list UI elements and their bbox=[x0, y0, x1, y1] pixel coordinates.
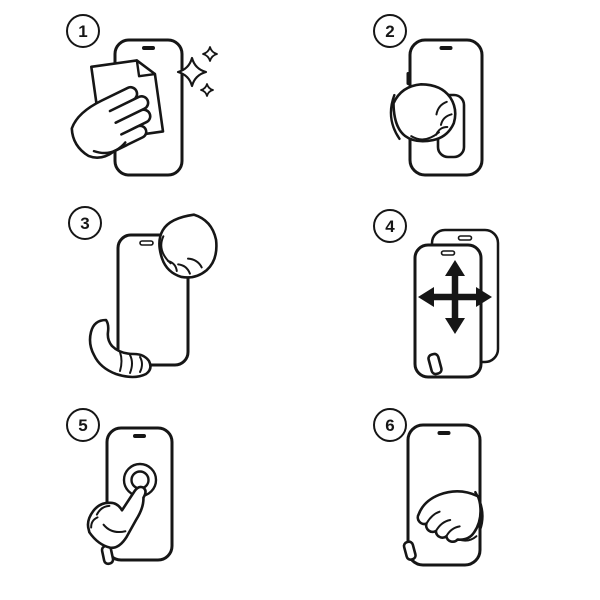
step-3: 3 bbox=[0, 200, 300, 400]
pinching-hand-icon bbox=[158, 213, 218, 279]
thumb-line bbox=[92, 141, 127, 155]
folded-corner bbox=[135, 59, 157, 78]
step-number-badge: 2 bbox=[373, 14, 407, 48]
speaker-slot bbox=[437, 431, 451, 435]
step-number: 3 bbox=[80, 213, 90, 233]
pressing-hand-icon bbox=[416, 490, 484, 543]
protector-sheet-icon bbox=[413, 243, 483, 379]
step-number-badge: 6 bbox=[373, 408, 407, 442]
step-number: 6 bbox=[385, 415, 395, 435]
step-number: 5 bbox=[78, 415, 88, 435]
step-number: 2 bbox=[385, 21, 395, 41]
step-number-badge: 1 bbox=[66, 14, 100, 48]
thumb-line bbox=[457, 535, 478, 542]
step-6: 6 bbox=[300, 400, 600, 600]
wiping-hand-icon bbox=[70, 86, 152, 159]
step-4: 4 bbox=[300, 200, 600, 400]
step-number: 4 bbox=[385, 216, 395, 236]
step-5-press-illustration bbox=[86, 426, 174, 566]
step-number: 1 bbox=[78, 21, 88, 41]
speaker-slot bbox=[142, 46, 155, 50]
step-number-badge: 3 bbox=[68, 206, 102, 240]
pull-tab-icon bbox=[427, 352, 443, 376]
step-number-badge: 4 bbox=[373, 209, 407, 243]
step-1: 1 bbox=[0, 0, 300, 200]
speaker-cutout bbox=[440, 250, 456, 256]
side-button bbox=[406, 72, 410, 85]
four-way-arrows-icon bbox=[418, 260, 492, 334]
step-number-badge: 5 bbox=[66, 408, 100, 442]
step-6-smooth-illustration bbox=[402, 423, 484, 567]
step-2: 2 bbox=[300, 0, 600, 200]
step-5: 5 bbox=[0, 400, 300, 600]
speaker-slot bbox=[133, 434, 146, 438]
grabbing-hand-icon bbox=[389, 82, 457, 143]
thumb-line bbox=[410, 131, 440, 141]
speaker-slot bbox=[457, 235, 473, 241]
step-3-peel-corner-illustration bbox=[88, 213, 218, 379]
step-1-clean-illustration bbox=[70, 38, 218, 177]
step-4-align-illustration bbox=[413, 228, 500, 379]
sparkle-icon bbox=[176, 46, 218, 97]
speaker-slot bbox=[139, 240, 154, 246]
step-2-peel-tab-illustration bbox=[389, 38, 484, 177]
pull-tab-icon bbox=[402, 540, 417, 561]
holding-hand-icon bbox=[88, 318, 152, 379]
thumb-line bbox=[102, 523, 127, 534]
thumb-line bbox=[160, 235, 172, 265]
pointing-hand-icon bbox=[86, 485, 147, 550]
speaker-slot bbox=[439, 46, 453, 50]
wrist-line bbox=[389, 93, 401, 141]
